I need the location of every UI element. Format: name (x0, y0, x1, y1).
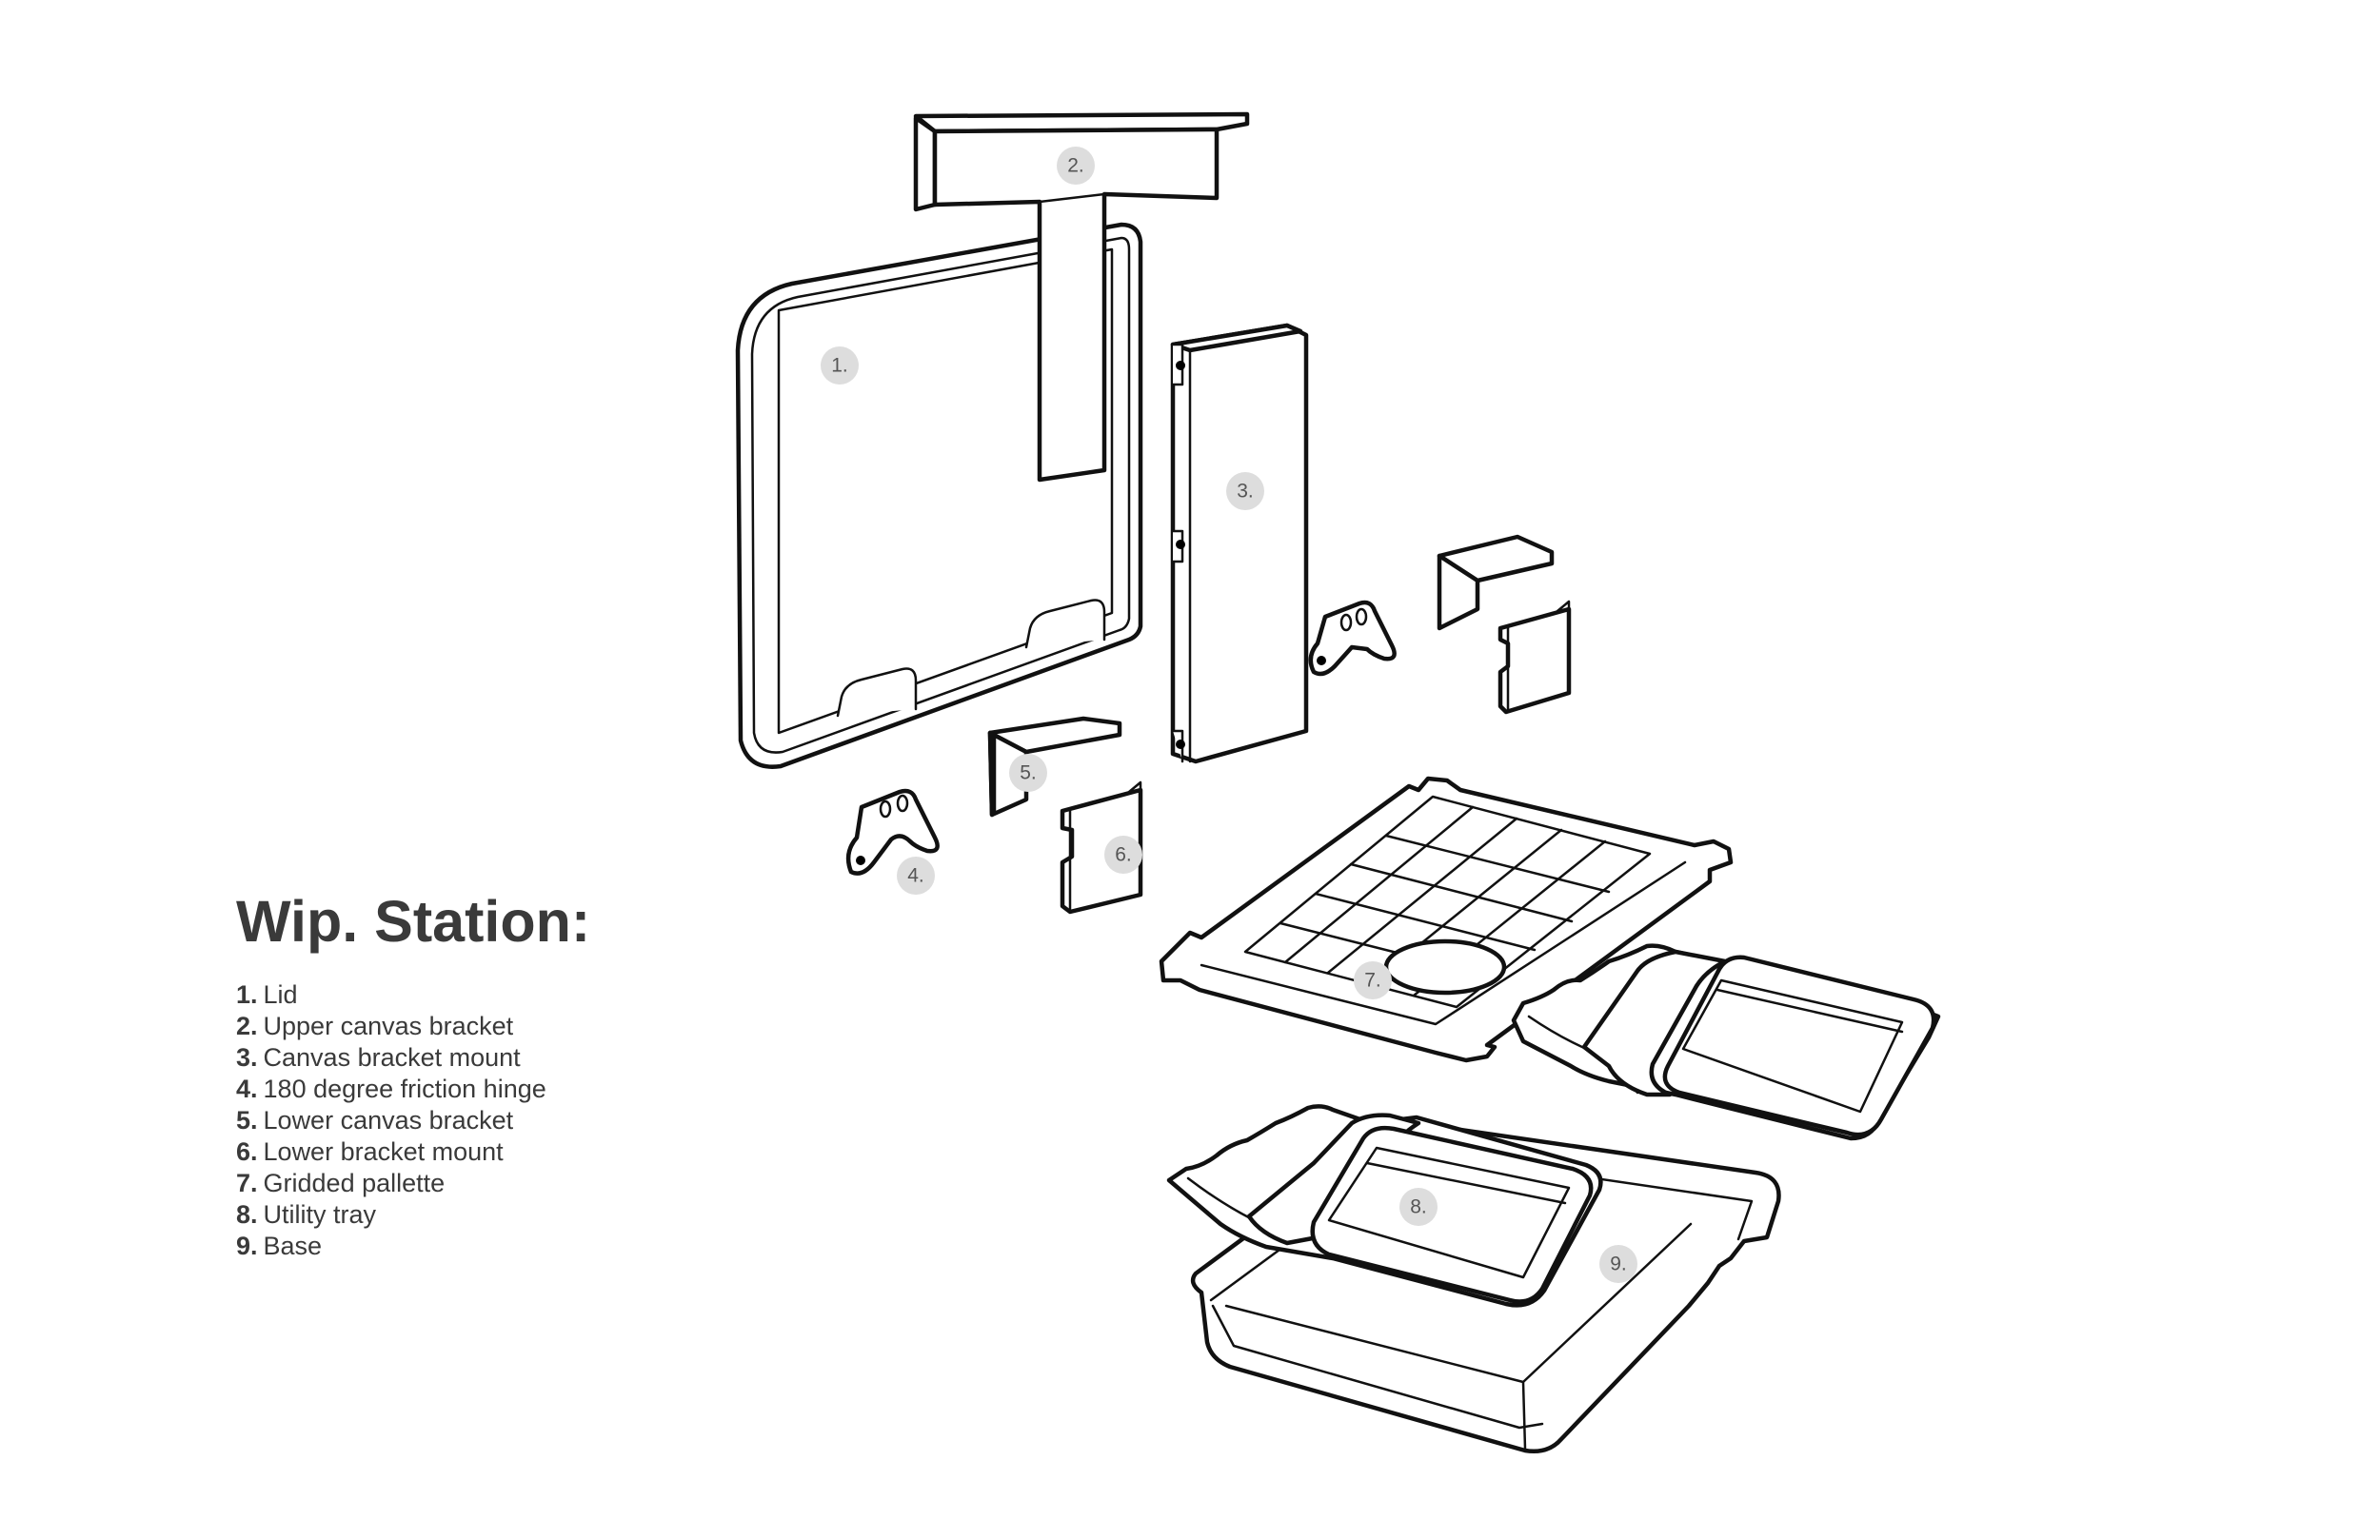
legend-list: 1.Lid 2.Upper canvas bracket 3.Canvas br… (236, 979, 693, 1262)
svg-text:8.: 8. (1410, 1196, 1427, 1218)
lower-canvas-bracket-right-part (1437, 534, 1555, 631)
svg-text:6.: 6. (1115, 844, 1132, 866)
svg-text:7.: 7. (1364, 970, 1381, 992)
legend-item-number: 6. (236, 1137, 258, 1166)
legend-item-label: Upper canvas bracket (263, 1012, 514, 1040)
gridded-pallette-part (1159, 776, 1734, 1063)
legend-item: 7.Gridded pallette (236, 1168, 693, 1199)
legend-item-number: 2. (236, 1012, 258, 1040)
legend-item-number: 7. (236, 1169, 258, 1197)
legend-item-label: Gridded pallette (263, 1169, 446, 1197)
legend: Wip. Station: 1.Lid 2.Upper canvas brack… (236, 893, 693, 1262)
utility-tray-upper-part (1511, 943, 1941, 1141)
canvas-bracket-mount-part (1170, 323, 1309, 764)
legend-item-number: 5. (236, 1106, 258, 1135)
callout-badge-8: 8. (1399, 1188, 1438, 1226)
callout-badge-4: 4. (897, 857, 935, 895)
legend-item: 9.Base (236, 1231, 693, 1262)
svg-text:5.: 5. (1020, 762, 1037, 784)
legend-item-number: 8. (236, 1200, 258, 1229)
svg-text:2.: 2. (1067, 155, 1084, 177)
legend-item-number: 4. (236, 1075, 258, 1103)
lower-bracket-mount-right-part (1497, 600, 1572, 715)
friction-hinge-right-part (1308, 600, 1397, 677)
legend-title: Wip. Station: (236, 889, 591, 954)
utility-tray-front-part (1166, 1104, 1603, 1308)
callout-badge-3: 3. (1226, 472, 1264, 510)
legend-item-label: Lower canvas bracket (263, 1106, 514, 1135)
callout-badge-6: 6. (1104, 836, 1142, 874)
legend-item-label: Utility tray (263, 1200, 377, 1229)
legend-item-label: Lower bracket mount (263, 1137, 504, 1166)
callout-badge-5: 5. (1009, 754, 1047, 792)
legend-item: 4.180 degree friction hinge (236, 1074, 693, 1105)
legend-item-label: Lid (263, 980, 298, 1009)
legend-item-number: 3. (236, 1043, 258, 1072)
legend-item: 3.Canvas bracket mount (236, 1042, 693, 1074)
svg-text:9.: 9. (1610, 1254, 1627, 1275)
legend-item: 8.Utility tray (236, 1199, 693, 1231)
legend-item: 1.Lid (236, 979, 693, 1011)
legend-item: 5.Lower canvas bracket (236, 1105, 693, 1136)
svg-text:4.: 4. (907, 865, 924, 887)
legend-item-label: 180 degree friction hinge (263, 1075, 546, 1103)
callout-badge-2: 2. (1057, 147, 1095, 185)
callout-badge-1: 1. (821, 346, 859, 385)
friction-hinge-left-part (845, 788, 940, 876)
legend-item: 6.Lower bracket mount (236, 1136, 693, 1168)
legend-item-label: Base (263, 1232, 323, 1260)
callout-badge-7: 7. (1354, 961, 1392, 999)
lower-canvas-bracket-left-part (987, 716, 1122, 818)
callout-badge-9: 9. (1599, 1245, 1637, 1283)
lower-bracket-mount-left-part (1060, 780, 1143, 915)
svg-text:3.: 3. (1237, 481, 1254, 503)
legend-item-label: Canvas bracket mount (263, 1043, 521, 1072)
legend-item-number: 9. (236, 1232, 258, 1260)
legend-item: 2.Upper canvas bracket (236, 1011, 693, 1042)
upper-canvas-bracket-part (913, 111, 1250, 483)
svg-text:1.: 1. (831, 355, 848, 377)
legend-item-number: 1. (236, 980, 258, 1009)
